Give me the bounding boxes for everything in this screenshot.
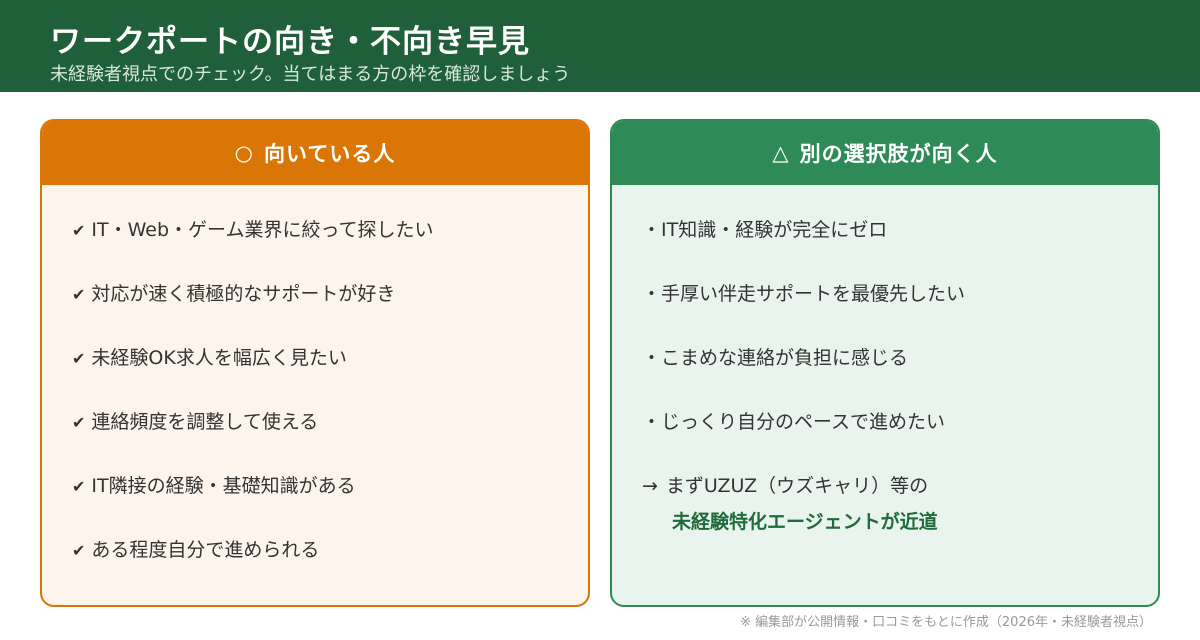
circle-mark-icon: ○ bbox=[234, 141, 254, 165]
list-item: ・IT知識・経験が完全にゼロ bbox=[642, 219, 888, 241]
list-item: ✔連絡頻度を調整して使える bbox=[72, 411, 319, 433]
check-icon: ✔ bbox=[72, 349, 86, 368]
check-icon: ✔ bbox=[72, 477, 86, 496]
recommend-highlight: 未経験特化エージェントが近道 bbox=[672, 511, 938, 533]
recommend-line: →まずUZUZ（ウズキャリ）等の bbox=[642, 475, 929, 497]
footnote: ※ 編集部が公開情報・口コミをもとに作成（2026年・未経験者視点） bbox=[740, 615, 1152, 630]
list-item: ・手厚い伴走サポートを最優先したい bbox=[642, 283, 966, 305]
page-title: ワークポートの向き・不向き早見 bbox=[50, 24, 530, 60]
list-item: ✔ある程度自分で進められる bbox=[72, 539, 320, 561]
list-item: ✔IT隣接の経験・基礎知識がある bbox=[72, 475, 356, 497]
list-item: ✔対応が速く積極的なサポートが好き bbox=[72, 283, 396, 305]
header-banner: ワークポートの向き・不向き早見 未経験者視点でのチェック。当てはまる方の枠を確認… bbox=[0, 0, 1200, 92]
alternative-card-header: △ 別の選択肢が向く人 bbox=[612, 121, 1158, 185]
check-icon: ✔ bbox=[72, 221, 86, 240]
suitable-card-title: 向いている人 bbox=[263, 142, 396, 166]
list-item: ✔IT・Web・ゲーム業界に絞って探したい bbox=[72, 219, 434, 241]
alternative-card-title: 別の選択肢が向く人 bbox=[799, 142, 998, 166]
check-icon: ✔ bbox=[72, 541, 86, 560]
alternative-card: △ 別の選択肢が向く人 ・IT知識・経験が完全にゼロ ・手厚い伴走サポートを最優… bbox=[610, 119, 1160, 607]
list-item: ・こまめな連絡が負担に感じる bbox=[642, 347, 909, 369]
arrow-right-icon: → bbox=[642, 475, 658, 497]
triangle-mark-icon: △ bbox=[772, 141, 790, 165]
list-item: ・じっくり自分のペースで進めたい bbox=[642, 411, 946, 433]
suitable-card: ○ 向いている人 ✔IT・Web・ゲーム業界に絞って探したい ✔対応が速く積極的… bbox=[40, 119, 590, 607]
suitable-card-header: ○ 向いている人 bbox=[42, 121, 588, 185]
list-item: ✔未経験OK求人を幅広く見たい bbox=[72, 347, 347, 369]
page-subtitle: 未経験者視点でのチェック。当てはまる方の枠を確認しましょう bbox=[50, 64, 571, 85]
check-icon: ✔ bbox=[72, 285, 86, 304]
check-icon: ✔ bbox=[72, 413, 86, 432]
